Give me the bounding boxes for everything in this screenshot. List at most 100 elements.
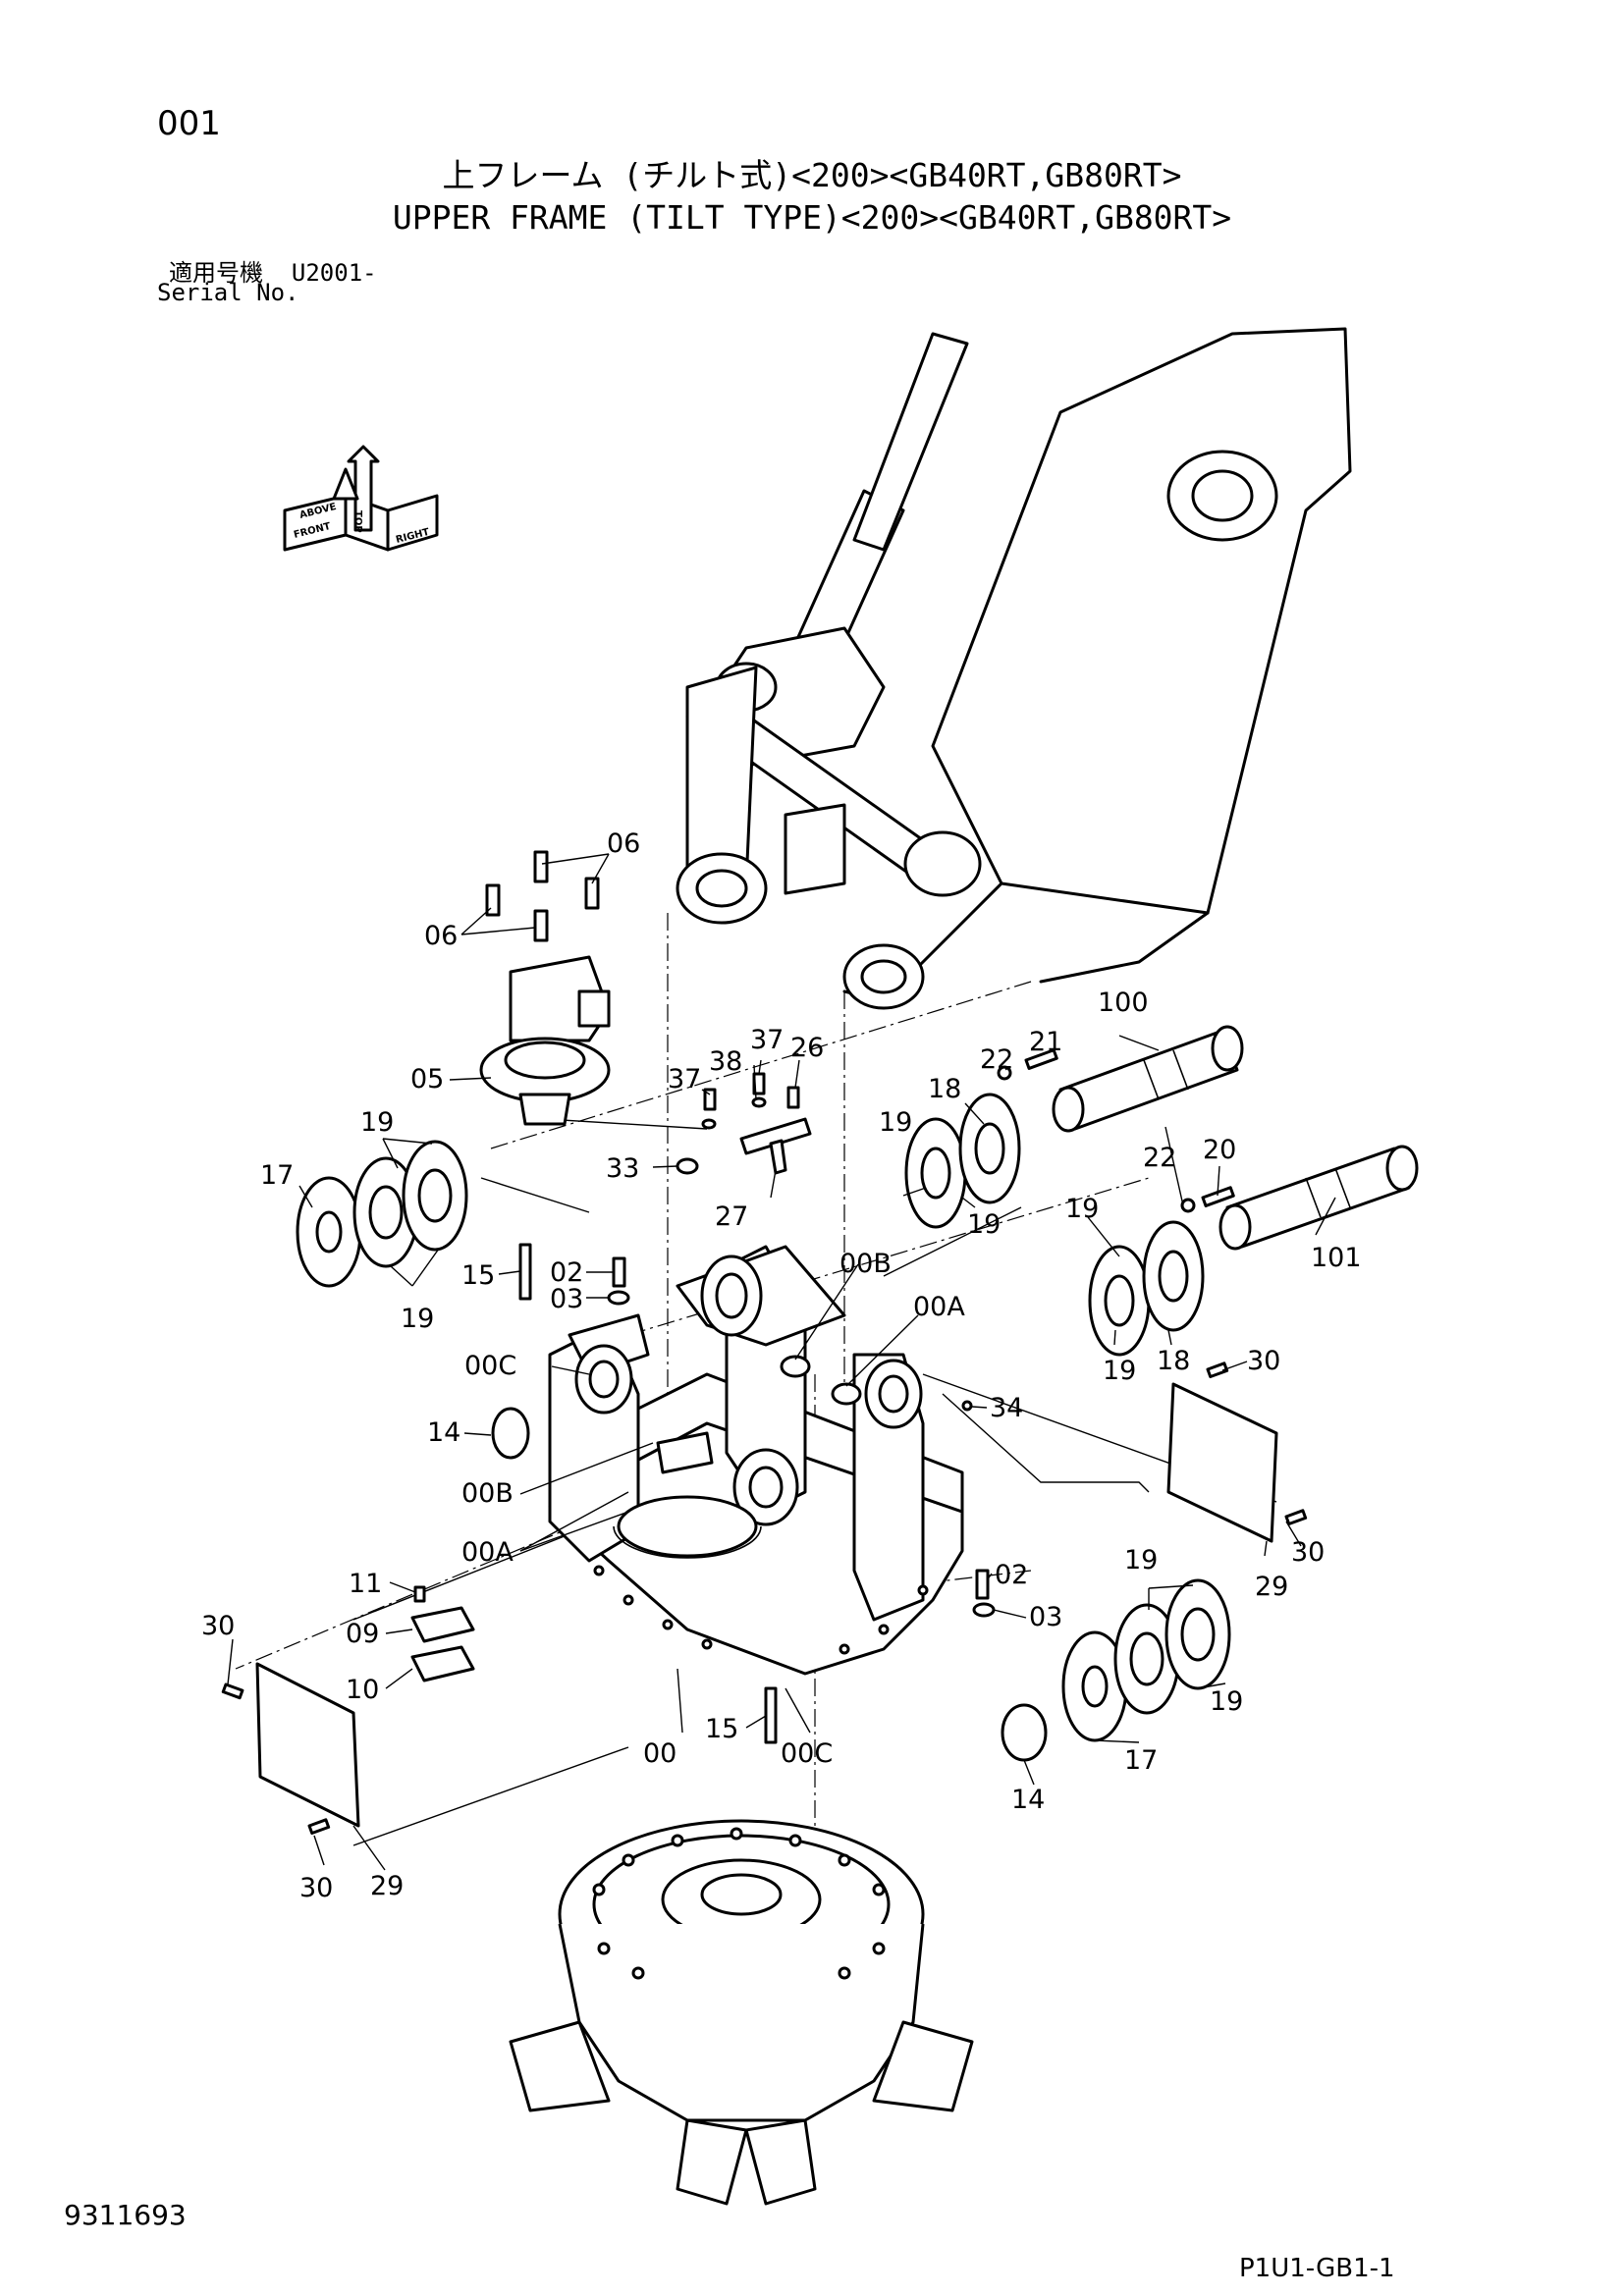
callout-15: 15 bbox=[461, 1260, 495, 1291]
plate-09 bbox=[410, 1606, 475, 1643]
washer-03-a bbox=[607, 1290, 630, 1306]
serial-value: U2001- bbox=[291, 259, 377, 287]
leader-lines bbox=[227, 853, 1336, 1871]
bushing-00A bbox=[831, 1382, 862, 1406]
washer-03-b bbox=[972, 1602, 996, 1618]
serial-label-english: Serial No. bbox=[157, 279, 299, 306]
callout-14: 14 bbox=[427, 1417, 460, 1448]
callout-19: 19 bbox=[1210, 1686, 1243, 1717]
callout-26: 26 bbox=[790, 1033, 824, 1063]
callout-19: 19 bbox=[967, 1209, 1001, 1240]
callout-17: 17 bbox=[260, 1160, 294, 1191]
bolt-20 bbox=[1201, 1186, 1235, 1207]
callout-18: 18 bbox=[1157, 1346, 1190, 1376]
callout-11: 11 bbox=[349, 1569, 382, 1599]
callout-09: 09 bbox=[346, 1619, 379, 1649]
callout-19: 19 bbox=[1124, 1545, 1158, 1575]
shims-upper-left bbox=[296, 1140, 468, 1288]
nut-33 bbox=[676, 1157, 699, 1175]
callout-06: 06 bbox=[424, 921, 458, 951]
ring-14-a bbox=[491, 1407, 530, 1460]
shims-lower-right bbox=[1001, 1578, 1231, 1762]
callout-22: 22 bbox=[980, 1044, 1013, 1075]
callout-10: 10 bbox=[346, 1675, 379, 1705]
bolt-02-a bbox=[612, 1256, 626, 1288]
pin-100 bbox=[997, 1025, 1244, 1133]
plug-34 bbox=[961, 1400, 973, 1412]
callout-14: 14 bbox=[1011, 1785, 1045, 1815]
cover-29-left bbox=[221, 1662, 360, 1836]
boom-assembly bbox=[676, 327, 1352, 1010]
callout-19: 19 bbox=[360, 1107, 394, 1138]
orient-top-label: TOP bbox=[352, 510, 363, 533]
callout-00a: 00A bbox=[913, 1292, 965, 1322]
lower-carrier bbox=[509, 1819, 974, 2206]
callout-05: 05 bbox=[410, 1064, 444, 1095]
callout-37: 37 bbox=[750, 1025, 784, 1055]
callout-labels: 06 06 05 100 21 22 18 37 38 37 26 19 17 … bbox=[201, 828, 1362, 1903]
cover-29-right bbox=[1166, 1362, 1308, 1543]
callout-33: 33 bbox=[606, 1153, 639, 1184]
bolt-21 bbox=[1024, 1048, 1058, 1070]
serial-label-japanese: 適用号機 bbox=[169, 259, 263, 287]
callout-19: 19 bbox=[1065, 1194, 1099, 1224]
bolt-02-b bbox=[975, 1569, 990, 1600]
bolt-26 bbox=[786, 1086, 800, 1109]
pin-101 bbox=[1180, 1145, 1419, 1251]
callout-20: 20 bbox=[1203, 1135, 1236, 1165]
page-code: P1U1-GB1-1 bbox=[1239, 2254, 1395, 2283]
bolt-11 bbox=[413, 1585, 426, 1603]
frame-small-parts bbox=[410, 1243, 996, 1744]
carrier-bolt-holes bbox=[592, 1827, 886, 1980]
serial-line-japanese: 適用号機 U2001- bbox=[169, 253, 377, 288]
callout-101: 101 bbox=[1311, 1243, 1362, 1273]
bushing-00B bbox=[780, 1355, 811, 1378]
gasket-10 bbox=[410, 1645, 475, 1682]
callout-18: 18 bbox=[928, 1074, 961, 1104]
callout-30: 30 bbox=[299, 1873, 333, 1903]
callout-19: 19 bbox=[879, 1107, 912, 1138]
callout-30: 30 bbox=[1291, 1537, 1325, 1568]
frame-bolt-holes bbox=[593, 1565, 929, 1655]
callout-03: 03 bbox=[550, 1284, 583, 1314]
washer-22-a bbox=[997, 1065, 1012, 1081]
callout-34: 34 bbox=[990, 1393, 1023, 1423]
ring-14-b bbox=[1001, 1703, 1048, 1762]
callout-21: 21 bbox=[1029, 1027, 1062, 1057]
bolt-06-a bbox=[533, 850, 549, 883]
callout-19: 19 bbox=[401, 1304, 434, 1334]
plate-27 bbox=[739, 1117, 812, 1155]
pin-15-b bbox=[764, 1686, 778, 1744]
callout-29: 29 bbox=[1255, 1572, 1288, 1602]
title-english: UPPER FRAME (TILT TYPE)<200><GB40RT,GB80… bbox=[392, 198, 1232, 237]
callout-37: 37 bbox=[668, 1064, 701, 1095]
callout-15: 15 bbox=[705, 1714, 738, 1744]
bolt-30-c bbox=[221, 1682, 244, 1700]
page-number: 001 bbox=[157, 104, 221, 143]
callout-00b: 00B bbox=[839, 1249, 892, 1279]
callout-30: 30 bbox=[201, 1611, 235, 1641]
bolt-06-c bbox=[584, 877, 600, 910]
callout-38: 38 bbox=[709, 1046, 742, 1077]
callout-03: 03 bbox=[1029, 1602, 1062, 1632]
orientation-icon: FRONT RIGHT TOP ABOVE bbox=[283, 445, 439, 552]
swing-motor bbox=[479, 850, 611, 1126]
callout-00c: 00C bbox=[464, 1351, 516, 1381]
title-japanese: 上フレーム (チルト式)<200><GB40RT,GB80RT> bbox=[442, 156, 1182, 194]
callout-02: 02 bbox=[995, 1560, 1028, 1590]
pin-15-a bbox=[518, 1243, 532, 1301]
callout-100: 100 bbox=[1098, 988, 1149, 1018]
callout-22: 22 bbox=[1143, 1143, 1176, 1173]
callout-00: 00 bbox=[643, 1738, 677, 1769]
bolt-06-d bbox=[533, 909, 549, 942]
callout-00a: 00A bbox=[461, 1537, 514, 1568]
bolt-06-b bbox=[485, 883, 501, 917]
callout-00b: 00B bbox=[461, 1478, 514, 1509]
bolt-30-a bbox=[1206, 1362, 1229, 1379]
bolt-37-a bbox=[703, 1088, 717, 1111]
bolt-30-b bbox=[1284, 1509, 1308, 1526]
bolt-30-d bbox=[307, 1818, 331, 1836]
callout-02: 02 bbox=[550, 1257, 583, 1288]
callout-30: 30 bbox=[1247, 1346, 1280, 1376]
